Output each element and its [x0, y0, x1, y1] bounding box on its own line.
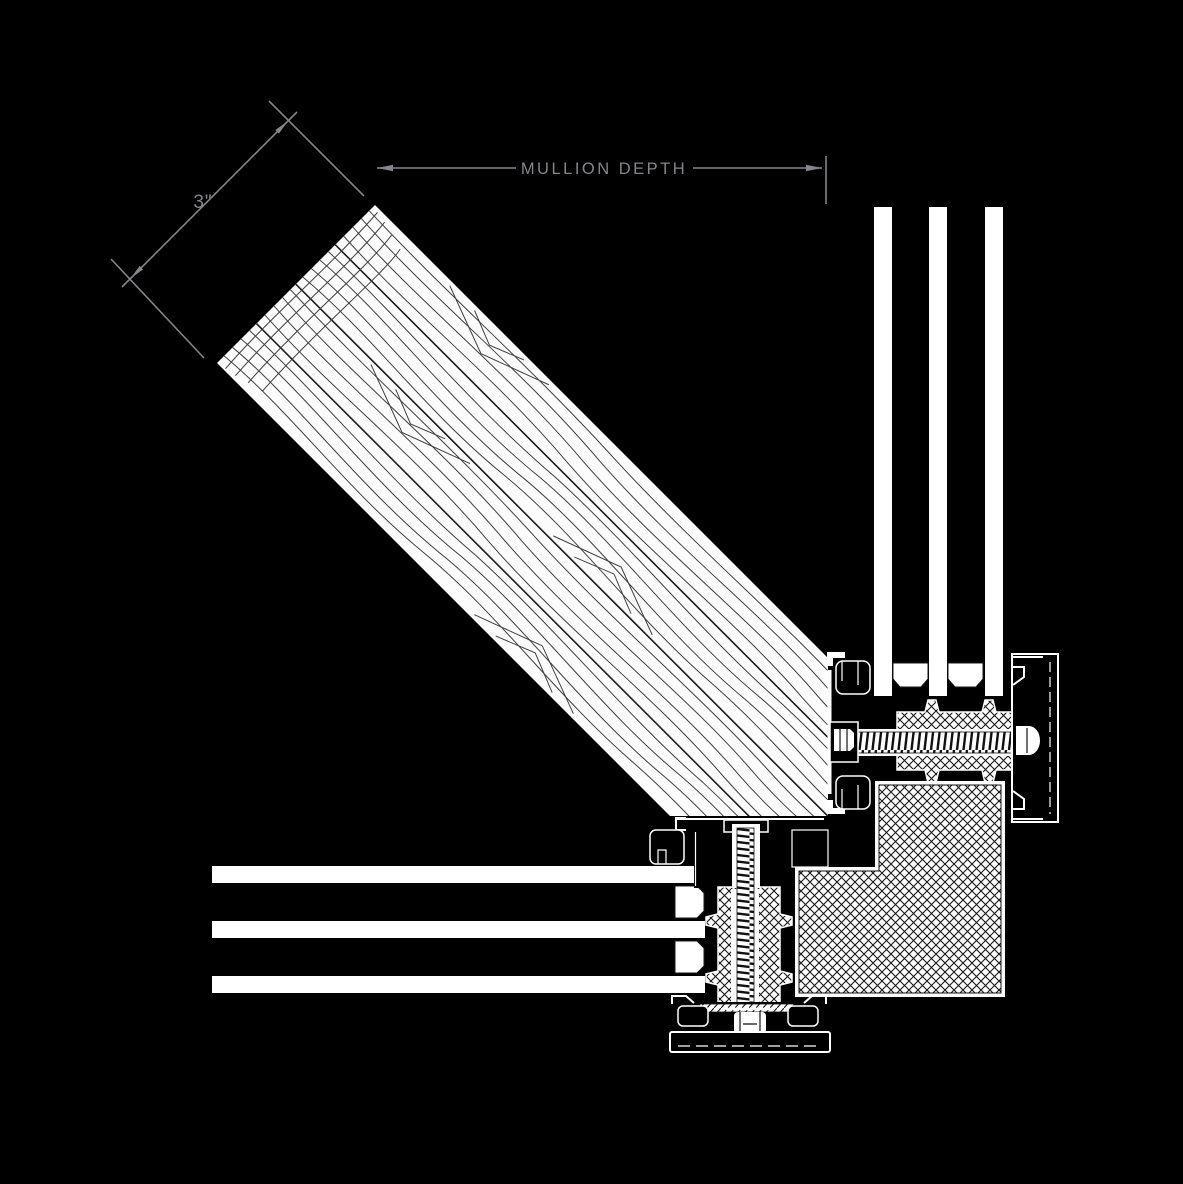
glass-pane: [212, 976, 705, 993]
end-grain-lines: [225, 212, 401, 392]
profile-wall: [791, 829, 829, 868]
horizontal-screw-thread: [852, 731, 1017, 754]
cover-cap: [669, 1031, 831, 1053]
arrowhead-icon: [806, 164, 822, 172]
lamination-joints: [255, 244, 828, 816]
cap-screw-head: [1016, 726, 1040, 755]
glazing-gasket: [835, 660, 871, 810]
triple-glazing-vertical: [874, 207, 1003, 696]
dimension-mullion-depth: [377, 156, 827, 204]
setting-block: [674, 940, 705, 974]
arrowhead-icon: [275, 120, 289, 134]
arrowhead-icon: [377, 164, 393, 172]
setting-block: [947, 662, 984, 688]
mullion-depth-label: MULLION DEPTH: [521, 160, 687, 178]
glulam-wood-mullion: [217, 205, 828, 816]
insulation-block: [795, 781, 1005, 997]
triple-glazing-horizontal: [212, 866, 705, 993]
glass-pane: [874, 207, 892, 696]
glass-pane: [985, 207, 1003, 696]
vertical-mullion-assembly: [827, 652, 1059, 823]
wood-width-label: 3": [193, 192, 212, 213]
arrowhead-icon: [130, 265, 144, 279]
setting-block: [892, 662, 929, 688]
glass-pane: [212, 921, 705, 938]
vertical-screw-thread: [736, 827, 755, 1007]
glazing-gasket: [649, 829, 685, 865]
screw-head: [834, 729, 854, 751]
dimension-wood-width: [110, 100, 365, 359]
glass-pane: [212, 866, 705, 883]
horizontal-mullion-assembly: [649, 816, 831, 1053]
screw-head: [734, 1012, 766, 1034]
setting-block: [674, 885, 705, 919]
glass-pane: [929, 207, 947, 696]
